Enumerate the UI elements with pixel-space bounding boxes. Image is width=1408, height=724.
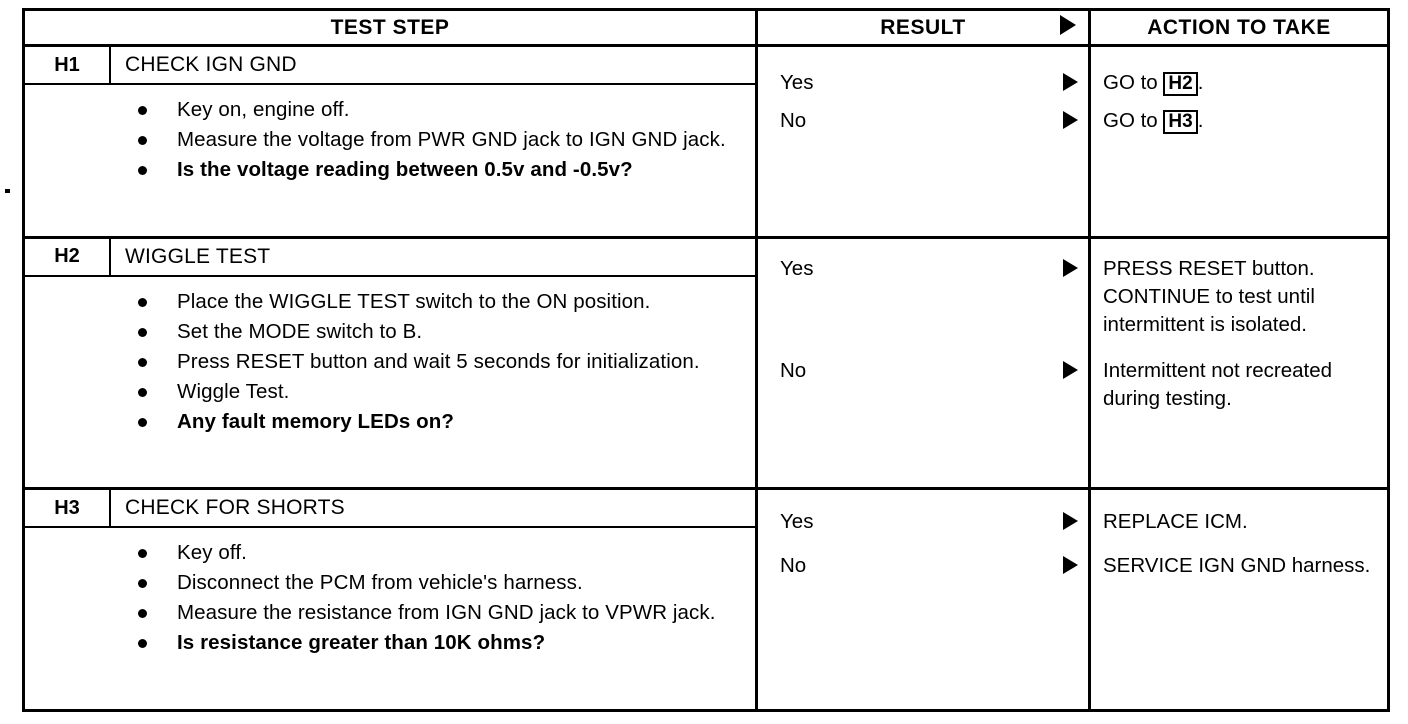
step-title-h1: CHECK IGN GND [125, 53, 297, 76]
step-title-h2: WIGGLE TEST [125, 244, 271, 268]
instruction-item: Press RESET button and wait 5 seconds fo… [25, 347, 741, 376]
action-cell-h2: PRESS RESET button. CONTINUE to test unt… [1091, 239, 1387, 488]
header-label-test-step: TEST STEP [330, 15, 450, 39]
instruction-item: Any fault memory LEDs on? [25, 407, 741, 436]
step-block-h2: H2 WIGGLE TEST Place the WIGGLE TEST switc… [25, 238, 1387, 491]
result-label: No [780, 554, 807, 578]
action-cell-h3: REPLACE ICM. SERVICE IGN GND harness. [1091, 490, 1387, 709]
result-label: Yes [780, 510, 814, 534]
triangle-right-icon [1063, 552, 1088, 579]
outcome-result-row: Yes [758, 255, 1088, 283]
triangle-right-icon [1063, 255, 1088, 282]
step-instructions: Key on, engine off.Measure the voltage f… [25, 85, 755, 236]
instruction-item: Place the WIGGLE TEST switch to the ON p… [25, 287, 741, 316]
result-label: Yes [780, 71, 814, 94]
action-text: GO to H2. [1091, 69, 1387, 97]
instruction-item: Wiggle Test. [25, 377, 741, 406]
scan-artifact-speck [5, 189, 10, 193]
action-text: PRESS RESET button. CONTINUE to test unt… [1103, 256, 1315, 336]
action-text: Intermittent not recreated during testin… [1103, 358, 1333, 410]
header-cell-test-step: TEST STEP [25, 11, 758, 44]
result-label: No [780, 358, 807, 382]
step-reference-h2[interactable]: H2 [1163, 72, 1198, 96]
triangle-right-icon [1063, 357, 1088, 384]
result-label: Yes [780, 256, 814, 280]
test-step-cell-h2: H2 WIGGLE TEST Place the WIGGLE TEST switc… [25, 238, 758, 488]
triangle-right-icon [1063, 107, 1088, 134]
step-title-row: H2 WIGGLE TEST [25, 238, 755, 277]
instruction-item: Key off. [25, 538, 741, 567]
step-id-h1: H1 [25, 47, 111, 83]
triangle-right-icon [1063, 69, 1088, 96]
action-prefix: GO to [1103, 109, 1164, 132]
step-id-h2: H2 [25, 238, 111, 275]
header-label-result: RESULT [880, 15, 966, 39]
header-cell-action: ACTION TO TAKE [1091, 11, 1387, 44]
instruction-item: Measure the resistance from IGN GND jack… [25, 598, 741, 627]
table-header-row: TEST STEP RESULT ACTION TO TAKE [25, 11, 1387, 47]
instruction-item: Disconnect the PCM from vehicle's harnes… [25, 568, 741, 597]
test-step-cell-h3: H3 CHECK FOR SHORTS Key off.Disconnect the… [25, 490, 758, 710]
outcome-result-row: No [758, 107, 1088, 135]
step-instructions: Key off.Disconnect the PCM from vehicle'… [25, 528, 755, 709]
outcome-result-row: Yes [758, 69, 1088, 97]
instruction-list: Place the WIGGLE TEST switch to the ON p… [25, 287, 741, 436]
instruction-item: Measure the voltage from PWR GND jack to… [25, 125, 741, 154]
action-cell-h1: GO to H2.GO to H3. [1091, 47, 1387, 236]
step-instructions: Place the WIGGLE TEST switch to the ON p… [25, 277, 755, 488]
step-reference-h3[interactable]: H3 [1163, 110, 1198, 134]
step-title-row: H1 CHECK IGN GND [25, 47, 755, 85]
step-block-h1: H1 CHECK IGN GND Key on, engine off.Measur… [25, 47, 1387, 239]
action-text: SERVICE IGN GND harness. [1103, 554, 1371, 578]
step-title-h3: CHECK FOR SHORTS [125, 496, 345, 520]
step-id-h3: H3 [25, 490, 111, 527]
action-text: REPLACE ICM. [1103, 510, 1248, 534]
instruction-list: Key on, engine off.Measure the voltage f… [25, 95, 741, 184]
action-suffix: . [1197, 71, 1204, 94]
step-title-row: H3 CHECK FOR SHORTS [25, 490, 755, 529]
header-label-action: ACTION TO TAKE [1147, 15, 1331, 39]
instruction-item: Is resistance greater than 10K ohms? [25, 628, 741, 657]
step-block-h3: H3 CHECK FOR SHORTS Key off.Disconnect the… [25, 490, 1387, 710]
instruction-list: Key off.Disconnect the PCM from vehicle'… [25, 538, 741, 657]
header-cell-result: RESULT [758, 11, 1091, 44]
action-text: GO to H3. [1091, 107, 1387, 135]
action-prefix: GO to [1103, 71, 1164, 94]
outcome-result-row: No [758, 552, 1088, 580]
instruction-item: Set the MODE switch to B. [25, 317, 741, 346]
instruction-item: Is the voltage reading between 0.5v and … [25, 155, 741, 184]
result-label: No [780, 109, 807, 132]
triangle-right-icon [1063, 508, 1088, 535]
instruction-item: Key on, engine off. [25, 95, 741, 124]
action-suffix: . [1197, 109, 1204, 132]
triangle-right-icon [1060, 14, 1076, 41]
outcome-result-row: No [758, 357, 1088, 385]
outcome-result-row: Yes [758, 508, 1088, 536]
test-step-cell-h1: H1 CHECK IGN GND Key on, engine off.Measur… [25, 47, 758, 236]
